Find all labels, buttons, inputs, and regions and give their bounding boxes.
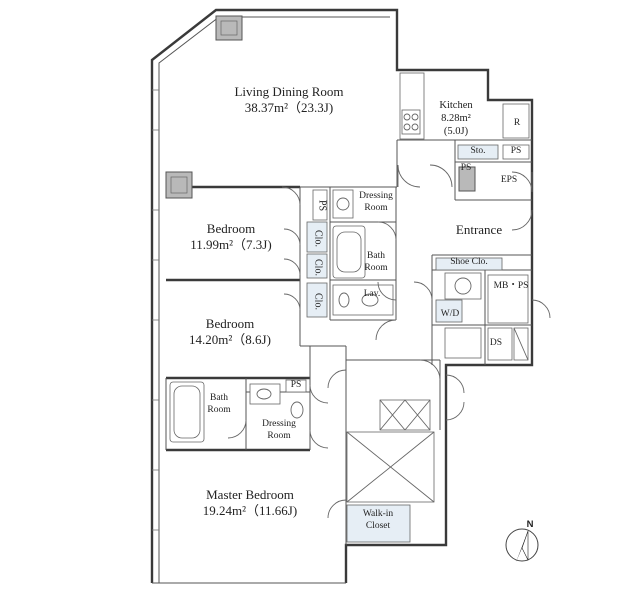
walkin-line1: Walk-in [362,509,394,519]
structural-pillars [165,15,476,199]
ps-label-3: PS [286,380,306,392]
mb-ps-label: MB・PS [492,281,530,293]
kitchen-label: Kitchen 8.28m² (5.0J) [427,99,485,138]
bedroom-1-name: Bedroom [206,221,256,236]
master-bedroom-name: Master Bedroom [206,487,294,502]
closet-label-3: Clo. [311,288,324,314]
dressing-room-2-label: Dressing Room [252,419,306,443]
refrigerator-label: R [509,118,525,130]
living-dining-label: Living Dining Room 38.37m²（23.3J) [200,84,378,117]
bedroom-1-area: 11.99m²（7.3J) [190,237,272,253]
master-bedroom-area: 19.24m²（11.66J) [202,503,298,519]
bath-fixtures [169,189,394,443]
r-text: R [513,118,521,128]
bedroom-1-label: Bedroom 11.99m²（7.3J) [170,221,292,254]
doors [227,164,551,519]
clo1-text: Clo. [312,229,324,247]
utility-fixtures [346,272,529,503]
dressing-room-1-label: Dressing Room [352,191,400,215]
kitchen-fixtures [399,72,530,160]
lav-text: Lav. [363,289,381,299]
walkin-line2: Closet [365,520,391,531]
ps-vertical-label: PS [315,194,328,218]
living-dining-area: 38.37m²（23.3J) [244,100,334,116]
sto-text: Sto. [470,146,486,156]
dressing-1-line1: Dressing [359,191,393,201]
bath-2-line1: Bath [210,393,228,403]
mb-ps-text: MB・PS [493,281,529,291]
ps3-text: PS [290,380,302,390]
kitchen-area: 8.28m² [441,113,471,125]
kitchen-name: Kitchen [439,100,473,111]
north-compass [505,528,539,562]
dressing-2-line2: Room [267,430,291,441]
bedroom-2-area: 14.20m²（8.6J) [189,332,271,348]
ps-vertical-text: PS [316,200,328,212]
clo3-text: Clo. [312,292,324,310]
kitchen-jo: (5.0J) [443,126,469,138]
clo2-text: Clo. [312,258,324,276]
bath-1-line2: Room [364,262,388,273]
walkin-closet-label: Walk-in Closet [348,509,408,533]
north-text: N [526,519,534,530]
entrance-label: Entrance [446,222,512,238]
ds-label: DS [486,338,506,350]
wd-text: W/D [440,309,460,319]
bath-room-1-label: Bath Room [358,251,394,275]
eps-label: EPS [494,175,524,187]
exterior-walls [150,8,534,584]
bath-room-2-label: Bath Room [199,393,239,417]
bath-2-line2: Room [207,404,231,415]
ps-label-1: PS [505,146,527,158]
living-dining-name: Living Dining Room [234,84,344,99]
ds-text: DS [489,338,503,348]
closet-label-1: Clo. [311,226,324,250]
master-bedroom-label: Master Bedroom 19.24m²（11.66J) [176,487,324,520]
shoe-closet-label: Shoe Clo. [438,257,500,269]
eps-text: EPS [500,175,518,185]
ps1-text: PS [510,146,522,156]
bedroom-2-label: Bedroom 14.20m²（8.6J) [168,316,292,349]
washer-dryer-label: W/D [437,309,463,321]
ps-label-2: PS [458,163,474,175]
compass-north-label: N [524,519,536,531]
shoe-closet-text: Shoe Clo. [450,257,488,267]
storage-label: Sto. [460,146,496,158]
bedroom-2-name: Bedroom [205,316,255,331]
dressing-2-line1: Dressing [262,419,296,429]
closets [306,189,503,543]
window-mullions [152,89,159,531]
bath-1-line1: Bath [367,251,385,261]
entrance-text: Entrance [455,222,503,237]
lav-label: Lav. [357,289,387,301]
closet-label-2: Clo. [311,256,324,278]
dressing-1-line2: Room [364,202,388,213]
ps2-text: PS [460,163,472,173]
